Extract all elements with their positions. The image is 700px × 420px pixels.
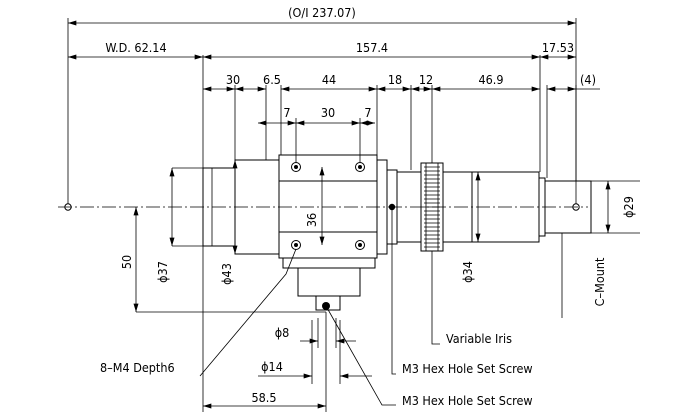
dim-7-left-label: 7: [283, 105, 290, 120]
dim-50-label: 50: [119, 255, 134, 269]
dimension-lines: [68, 20, 640, 409]
dim-7-right-label: 7: [364, 105, 371, 120]
dim-36-label: 36: [304, 213, 319, 227]
dia-43-label: ϕ43: [219, 263, 234, 285]
dim-46-9-label: 46.9: [478, 72, 503, 87]
tapped-hole-tr: [355, 162, 365, 172]
dim-12-label: 12: [419, 72, 433, 87]
variable-iris-callout: Variable Iris: [446, 331, 512, 346]
dim-58-5-label: 58.5: [251, 390, 276, 405]
c-mount-label: C–Mount: [592, 257, 607, 306]
tapped-holes-callout: 8–M4 Depth6: [100, 360, 175, 375]
bottom-stem: [297, 267, 361, 297]
back-focus-label: 17.53: [542, 40, 574, 55]
leader-lines: [199, 168, 563, 406]
dia-29-label: ϕ29: [621, 196, 636, 218]
c-mount-thread: [544, 180, 592, 234]
set-screw-hole-side: [388, 203, 396, 211]
set-screw-callout-2: M3 Hex Hole Set Screw: [402, 393, 533, 408]
dim-30-hole-label: 30: [321, 105, 335, 120]
lens-body: [202, 154, 592, 311]
dim-44-label: 44: [322, 72, 336, 87]
working-distance-label: W.D. 62.14: [105, 40, 166, 55]
tapped-hole-tl: [291, 162, 301, 172]
dia-37-label: ϕ37: [155, 261, 170, 283]
set-screw-callout-1: M3 Hex Hole Set Screw: [402, 361, 533, 376]
body-length-label: 157.4: [356, 40, 388, 55]
dim-4-label: (4): [580, 72, 596, 87]
dim-6-5-label: 6.5: [263, 72, 281, 87]
bottom-plate: [282, 257, 376, 269]
tapped-hole-br: [355, 240, 365, 250]
dia-8-label: ϕ8: [275, 325, 290, 340]
dim-30-label: 30: [226, 72, 240, 87]
overall-length-label: (O/I 237.07): [288, 5, 356, 20]
dim-18-label: 18: [388, 72, 402, 87]
dia-34-label: ϕ34: [460, 261, 475, 283]
dia-14-label: ϕ14: [261, 359, 283, 374]
extension-lines: [67, 18, 577, 412]
